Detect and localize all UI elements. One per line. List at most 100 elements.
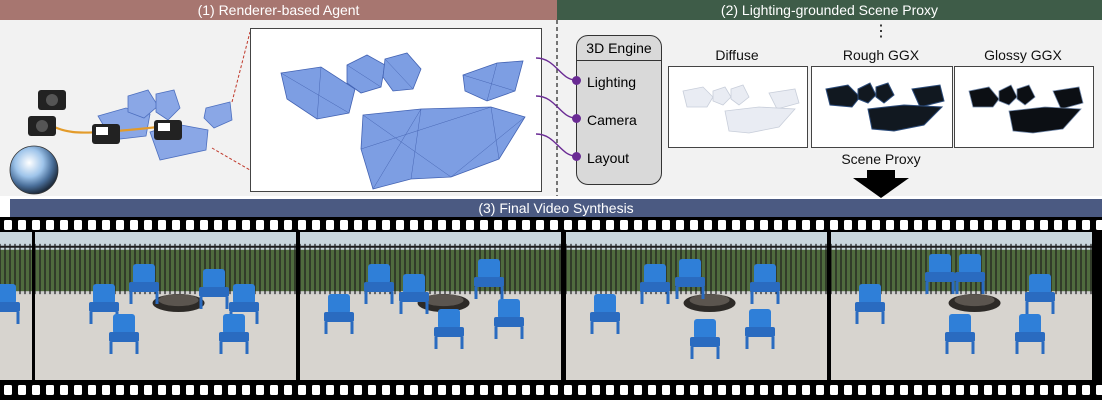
film-perforation [256,220,264,230]
film-perforation [900,385,908,395]
film-perforation [970,385,978,395]
section-divider [556,20,558,196]
chair-back [93,284,115,304]
chair-seat [129,282,159,292]
film-perforation [690,385,698,395]
proxy-render-glossy-ggx [954,66,1094,148]
engine-item-camera: Camera [587,112,637,128]
chair-seat [0,302,20,312]
film-perforation [760,385,768,395]
film-perforation [732,220,740,230]
agent-section-band: (1) Renderer-based Agent [0,0,557,20]
film-perforation [340,385,348,395]
film-perforation [116,385,124,395]
film-perforation [774,385,782,395]
film-perforation [1082,220,1090,230]
film-perforation [620,385,628,395]
film-perforation [354,385,362,395]
chair-seat [474,277,504,287]
synthesis-section-band: (3) Final Video Synthesis [10,199,1102,217]
camera-icon-3 [92,124,120,144]
film-perforation [466,385,474,395]
film-perforation [970,220,978,230]
chair-seat [945,332,975,342]
film-perforation [298,385,306,395]
agent-scene [9,31,250,195]
film-perforation [1026,220,1034,230]
film-perforation [858,220,866,230]
film-perforation [326,385,334,395]
film-perforation [816,385,824,395]
film-perforation [354,220,362,230]
film-perforation [704,385,712,395]
film-perforation [550,220,558,230]
film-perforation [88,220,96,230]
film-perforation [928,220,936,230]
film-perforation [942,385,950,395]
film-perforation [228,385,236,395]
film-perforation [410,385,418,395]
film-perforation [690,220,698,230]
video-frame-2 [300,232,561,380]
film-perforation [1040,220,1048,230]
proxy-render-diffuse [668,66,808,148]
chair-back [203,269,225,289]
chair-seat [219,332,249,342]
film-perforation [676,220,684,230]
film-perforation [564,220,572,230]
film-perforation [494,220,502,230]
film-perforation [760,220,768,230]
film-perforation [60,220,68,230]
film-perforation [452,220,460,230]
chair-seat [324,312,354,322]
fire-pit-rim [158,294,199,307]
small-mesh-blocks [97,89,233,161]
chair-seat [494,317,524,327]
video-frame-1 [35,232,296,380]
film-perforation [676,385,684,395]
chair-back [949,314,971,334]
film-perforation [732,385,740,395]
film-perforation [32,220,40,230]
film-perforation [844,385,852,395]
film-perforation [130,385,138,395]
chair-back [478,259,500,279]
film-perforation [704,220,712,230]
chair-back [133,264,155,284]
chair-back [1029,274,1051,294]
chair-seat [1025,292,1055,302]
zoom-line-top [231,31,250,103]
film-perforation [592,220,600,230]
engine-dot-layout [572,152,581,161]
film-perforation [1054,220,1062,230]
film-perforation [508,385,516,395]
chair-back [1019,314,1041,334]
film-perforation [522,385,530,395]
synthesis-section-title: (3) Final Video Synthesis [478,200,634,216]
film-perforation [74,385,82,395]
film-perforation [984,385,992,395]
agent-section-title: (1) Renderer-based Agent [197,2,360,18]
film-perforation [522,220,530,230]
film-perforation [340,220,348,230]
film-perforation [746,220,754,230]
engine-item-layout: Layout [587,150,630,166]
video-frame-4 [831,232,1092,380]
fire-pit-rim [689,294,730,307]
chair-back [859,284,881,304]
film-perforation [1068,385,1076,395]
film-perforation [102,220,110,230]
film-perforation [844,220,852,230]
glossy-ggx-render [968,84,1084,134]
film-perforation [816,220,824,230]
chair-seat [199,287,229,297]
film-perforation [144,385,152,395]
film-perforation [774,220,782,230]
film-perforation [872,385,880,395]
film-perforations [4,220,1102,395]
engine-title: 3D Engine [586,40,652,56]
film-perforation [424,385,432,395]
film-perforation [60,385,68,395]
film-perforation [662,385,670,395]
zoom-line-bottom [211,147,250,171]
